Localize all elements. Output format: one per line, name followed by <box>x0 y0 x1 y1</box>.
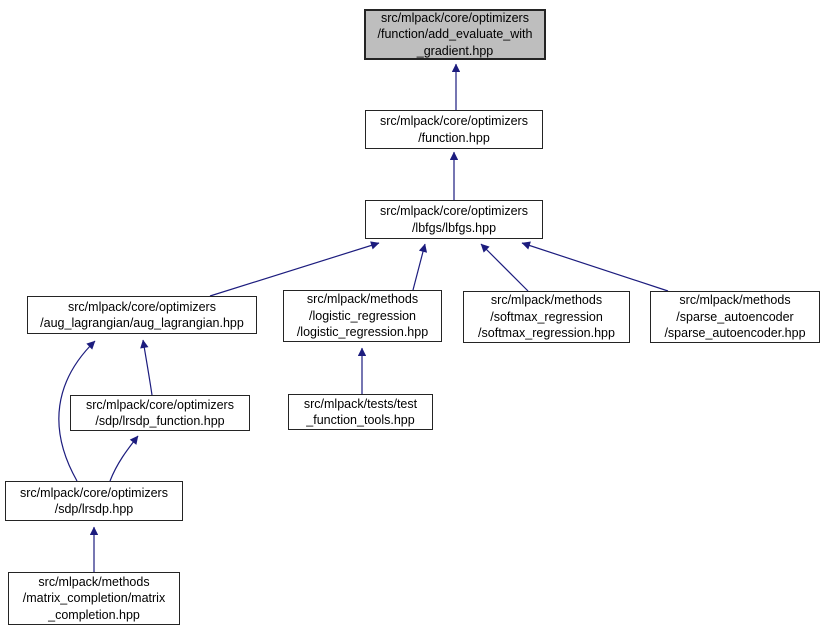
node-line: /logistic_regression.hpp <box>296 325 429 340</box>
graph-node-matrix-completion[interactable]: src/mlpack/methods /matrix_completion/ma… <box>8 572 180 625</box>
node-line: src/mlpack/core/optimizers <box>380 114 528 128</box>
node-line: /sdp/lrsdp_function.hpp <box>95 414 225 428</box>
node-line: src/mlpack/methods <box>38 574 150 589</box>
node-line: src/mlpack/core/optimizers <box>20 485 168 500</box>
edge-lrsdp-to-lrsdp-function <box>109 435 139 482</box>
graph-node-lrsdp[interactable]: src/mlpack/core/optimizers /sdp/lrsdp.hp… <box>5 481 183 521</box>
node-line: src/mlpack/core/optimizers <box>381 10 529 25</box>
edge-logistic-regression-to-lbfgs <box>412 243 428 291</box>
node-line: src/mlpack/tests/test <box>303 396 418 411</box>
node-line: /aug_lagrangian/aug_lagrangian.hpp <box>40 316 244 330</box>
edge-lrsdp-function-to-aug-lagrangian <box>140 339 153 396</box>
node-line: /softmax_regression.hpp <box>478 326 615 341</box>
node-line: src/mlpack/methods <box>679 293 791 308</box>
node-line: /sparse_autoencoder.hpp <box>664 326 806 341</box>
graph-node-softmax-regression[interactable]: src/mlpack/methods /softmax_regression /… <box>463 291 630 343</box>
edge-sparse-autoencoder-to-lbfgs <box>521 241 669 292</box>
node-line: _completion.hpp <box>48 607 140 622</box>
graph-node-logistic-regression[interactable]: src/mlpack/methods /logistic_regression … <box>283 290 442 342</box>
node-line: src/mlpack/core/optimizers <box>380 204 528 218</box>
node-line: /function.hpp <box>418 130 490 145</box>
node-line: src/mlpack/methods <box>490 293 603 308</box>
graph-node-lrsdp-function[interactable]: src/mlpack/core/optimizers /sdp/lrsdp_fu… <box>70 395 250 431</box>
node-line: _gradient.hpp <box>416 43 494 58</box>
graph-node-lbfgs[interactable]: src/mlpack/core/optimizers /lbfgs/lbfgs.… <box>365 200 543 239</box>
graph-node-function[interactable]: src/mlpack/core/optimizers /function.hpp <box>365 110 543 149</box>
graph-node-test-function-tools[interactable]: src/mlpack/tests/test _function_tools.hp… <box>288 394 433 430</box>
graph-node-add-evaluate-with-gradient: src/mlpack/core/optimizers /function/add… <box>364 9 546 60</box>
node-line: src/mlpack/core/optimizers <box>68 299 216 314</box>
edge-aug-lagrangian-to-lbfgs <box>209 241 380 297</box>
node-line: /sparse_autoencoder <box>676 309 794 324</box>
graph-node-sparse-autoencoder[interactable]: src/mlpack/methods /sparse_autoencoder /… <box>650 291 820 343</box>
node-line: /matrix_completion/matrix <box>22 591 166 606</box>
node-line: src/mlpack/methods <box>306 292 419 307</box>
edge-softmax-regression-to-lbfgs <box>480 243 529 292</box>
node-line: src/mlpack/core/optimizers <box>86 397 234 412</box>
node-line: /lbfgs/lbfgs.hpp <box>411 220 497 235</box>
node-line: /softmax_regression <box>490 309 603 324</box>
graph-node-aug-lagrangian[interactable]: src/mlpack/core/optimizers /aug_lagrangi… <box>27 296 257 334</box>
node-line: /sdp/lrsdp.hpp <box>54 502 134 516</box>
node-line: /function/add_evaluate_with <box>377 27 533 42</box>
edge-lrsdp-to-aug-lagrangian <box>58 340 96 482</box>
node-line: /logistic_regression <box>309 308 416 323</box>
node-line: _function_tools.hpp <box>306 413 415 427</box>
